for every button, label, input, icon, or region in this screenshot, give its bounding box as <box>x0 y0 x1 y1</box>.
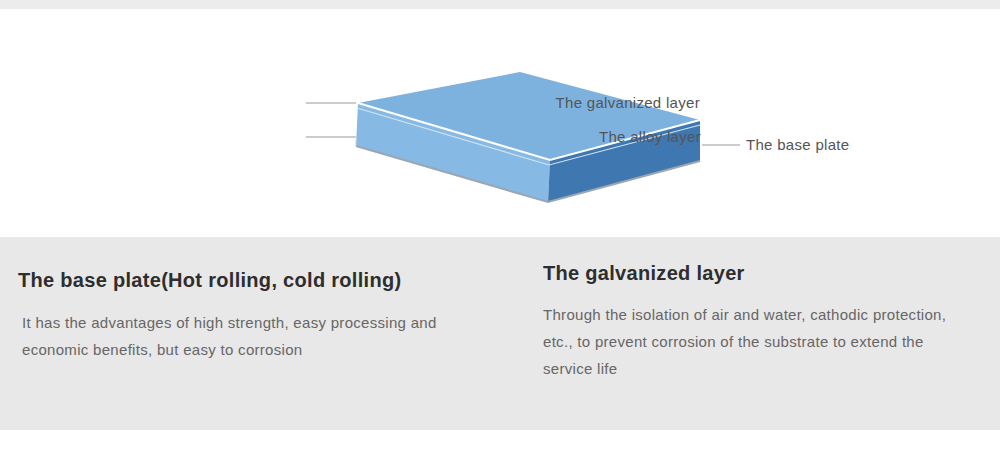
top-face <box>358 72 700 160</box>
leader-line <box>306 137 356 138</box>
leader-line <box>306 103 356 104</box>
alloy-edge <box>357 108 700 165</box>
section-body: Through the isolation of air and water, … <box>543 301 975 382</box>
section-heading: The galvanized layer <box>543 261 983 285</box>
part-label: The alloy layer <box>599 128 701 146</box>
galvanized-edge <box>358 103 700 160</box>
part-label: The galvanized layer <box>556 94 700 112</box>
section-body: It has the advantages of high strength, … <box>22 309 487 363</box>
bottom-edge <box>356 146 700 202</box>
section-heading: The base plate(Hot rolling, cold rolling… <box>18 268 578 292</box>
info-band: The base plate(Hot rolling, cold rolling… <box>0 237 1000 430</box>
top-strip <box>0 0 1000 9</box>
leader-line <box>702 145 740 146</box>
bottom-layer <box>356 140 357 146</box>
part-label: The base plate <box>746 136 849 154</box>
